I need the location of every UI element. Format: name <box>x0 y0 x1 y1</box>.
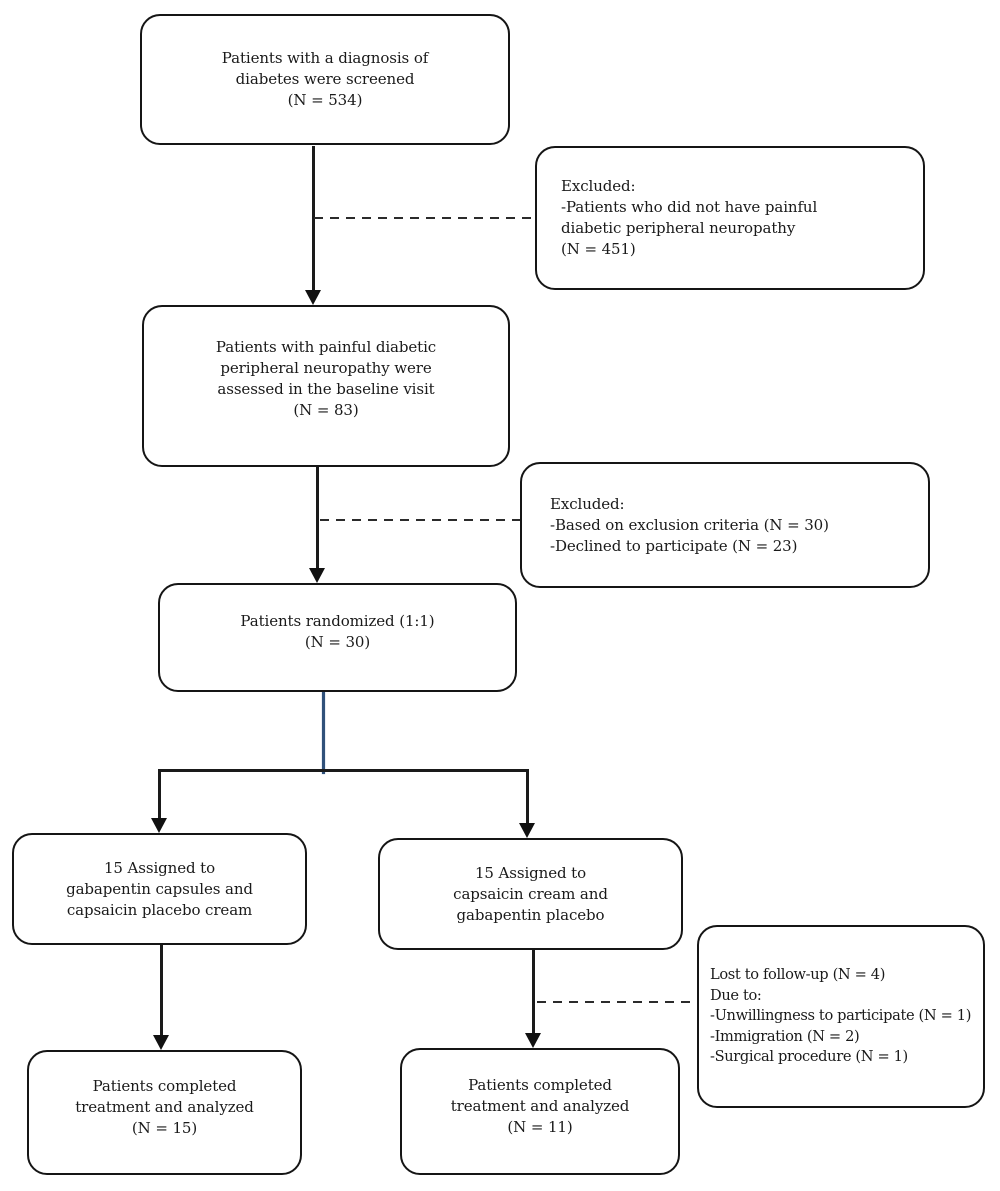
node-text-line: -Surgical procedure (N = 1) <box>710 1048 908 1066</box>
node-text-line: diabetes were screened <box>235 70 415 88</box>
arrowhead-down-icon <box>153 1035 169 1050</box>
node-lost-followup: Lost to follow-up (N = 4) Due to: -Unwilli… <box>697 925 985 1108</box>
node-text-line: Patients completed <box>92 1077 237 1095</box>
node-text-line: Patients randomized (1:1) <box>240 611 435 630</box>
connector-split-to-arm-capsaicin <box>526 769 529 824</box>
node-text-line: -Patients who did not have painful <box>561 198 818 216</box>
node-excluded-baseline: Excluded: -Based on exclusion criteria (N… <box>520 462 930 588</box>
node-text-line: Patients with a diagnosis of <box>221 49 429 67</box>
node-text-line: -Unwillingness to participate (N = 1) <box>710 1007 972 1025</box>
node-text-line: -Declined to participate (N = 23) <box>550 536 798 555</box>
node-text-line: -Immigration (N = 2) <box>710 1027 860 1045</box>
node-arm-capsaicin: 15 Assigned to capsaicin cream and gabapen… <box>378 838 683 950</box>
node-excluded-screening: Excluded: -Patients who did not have pain… <box>535 146 925 290</box>
randomization-stem-line <box>322 692 325 774</box>
node-baseline-assessed: Patients with painful diabetic peripheral… <box>142 305 510 467</box>
connector-arm-gabapentin-to-completed <box>160 945 163 1036</box>
node-arm-gabapentin: 15 Assigned to gabapentin capsules and cap… <box>12 833 307 945</box>
connector-arm-capsaicin-to-completed <box>532 950 535 1034</box>
node-text-line: Patients completed <box>468 1076 612 1094</box>
node-text-line: (N = 15) <box>131 1119 198 1137</box>
node-text-line: -Based on exclusion criteria (N = 30) <box>550 515 829 534</box>
node-text-line: peripheral neuropathy were <box>220 359 432 377</box>
node-text-line: (N = 11) <box>507 1118 573 1136</box>
node-screened: Patients with a diagnosis of diabetes wer… <box>140 14 510 145</box>
node-completed-gabapentin: Patients completed treatment and analyzed… <box>27 1050 302 1175</box>
node-text-line: Lost to follow-up (N = 4) <box>710 966 886 984</box>
dashed-connector-excluded-screening <box>314 217 535 220</box>
arrowhead-down-icon <box>309 568 325 583</box>
node-text-line: Patients with painful diabetic <box>215 338 437 356</box>
randomization-split-line <box>159 769 529 772</box>
node-text-line: 15 Assigned to <box>474 863 587 882</box>
connector-split-to-arm-gabapentin <box>158 769 161 819</box>
node-text-line: capsaicin placebo cream <box>66 900 253 919</box>
node-text-line: gabapentin placebo <box>456 905 605 924</box>
node-text-line: diabetic peripheral neuropathy <box>561 219 796 237</box>
node-text-line: Excluded: <box>561 177 636 195</box>
node-text-line: treatment and analyzed <box>75 1098 254 1116</box>
node-completed-capsaicin: Patients completed treatment and analyzed… <box>400 1048 680 1175</box>
arrowhead-down-icon <box>305 290 321 305</box>
node-text-line: Excluded: <box>550 494 625 513</box>
node-text-line: treatment and analyzed <box>450 1097 630 1115</box>
node-text-line: (N = 534) <box>287 91 363 109</box>
arrowhead-down-icon <box>525 1033 541 1048</box>
connector-screened-to-baseline <box>312 146 315 292</box>
arrowhead-down-icon <box>151 818 167 833</box>
dashed-connector-excluded-baseline <box>320 519 520 522</box>
node-text-line: (N = 83) <box>293 401 359 419</box>
arrowhead-down-icon <box>519 823 535 838</box>
node-text-line: (N = 30) <box>304 632 371 651</box>
connector-baseline-to-randomized <box>316 467 319 569</box>
node-randomized: Patients randomized (1:1) (N = 30) <box>158 583 517 692</box>
node-text-line: assessed in the baseline visit <box>217 380 435 398</box>
dashed-connector-lost-followup <box>537 1001 697 1004</box>
node-text-line: 15 Assigned to <box>103 858 216 877</box>
node-text-line: gabapentin capsules and <box>66 879 253 898</box>
node-text-line: capsaicin cream and <box>453 884 608 903</box>
node-text-line: (N = 451) <box>561 240 636 258</box>
node-text-line: Due to: <box>710 986 762 1004</box>
